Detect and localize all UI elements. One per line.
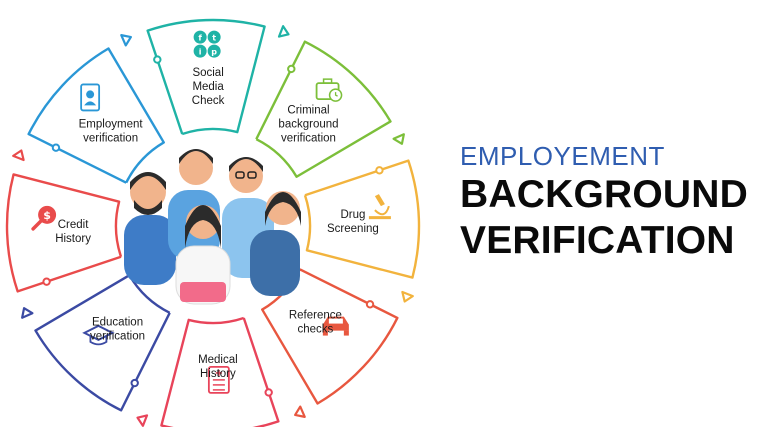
- headline-line-3: VERIFICATION: [460, 219, 735, 262]
- segment-dot: [365, 300, 375, 309]
- person-icon: [175, 205, 231, 305]
- arrow-head-icon: [120, 34, 132, 47]
- segment-outline: [146, 18, 266, 136]
- arrow-head-icon: [136, 414, 149, 427]
- car-icon: [322, 316, 349, 336]
- briefcase-clock-icon: [315, 78, 343, 102]
- arrow-head-icon: [401, 290, 414, 303]
- segment-dot: [130, 378, 139, 388]
- svg-text:f: f: [198, 34, 202, 43]
- svg-text:$: $: [43, 209, 51, 222]
- segment-outline: [34, 274, 171, 412]
- person-icon: [250, 191, 301, 296]
- graduation-cap-icon: [82, 324, 115, 346]
- arrow-head-icon: [294, 405, 306, 418]
- arrow-head-icon: [392, 133, 405, 145]
- arrow-head-icon: [277, 25, 290, 38]
- segment-outline: [303, 159, 421, 279]
- segment-dot: [51, 143, 61, 152]
- arrow-head-icon: [21, 307, 34, 319]
- segment-outline: [255, 40, 392, 178]
- segment-dot: [375, 166, 384, 175]
- svg-text:t: t: [212, 34, 216, 43]
- segment-outline: [27, 47, 165, 184]
- segment-dot: [287, 64, 296, 74]
- id-badge-icon: [80, 83, 101, 112]
- headline-line-2: BACKGROUND: [460, 173, 748, 216]
- svg-text:p: p: [211, 48, 217, 57]
- arrow-head-icon: [12, 149, 25, 162]
- segment-outline: [5, 173, 123, 293]
- microscope-icon: [368, 194, 391, 220]
- team-illustration: [119, 132, 307, 320]
- segment-dot: [42, 277, 51, 286]
- segment-dot: [153, 55, 162, 64]
- headline: EMPLOYEMENT BACKGROUND VERIFICATION: [460, 140, 766, 264]
- headline-line-1: EMPLOYEMENT: [460, 141, 665, 171]
- magnifier-dollar-icon: $: [31, 205, 57, 231]
- medical-clipboard-icon: [207, 365, 230, 394]
- person-icon: [124, 172, 176, 285]
- svg-text:i: i: [199, 48, 202, 57]
- segment-dot: [264, 388, 273, 397]
